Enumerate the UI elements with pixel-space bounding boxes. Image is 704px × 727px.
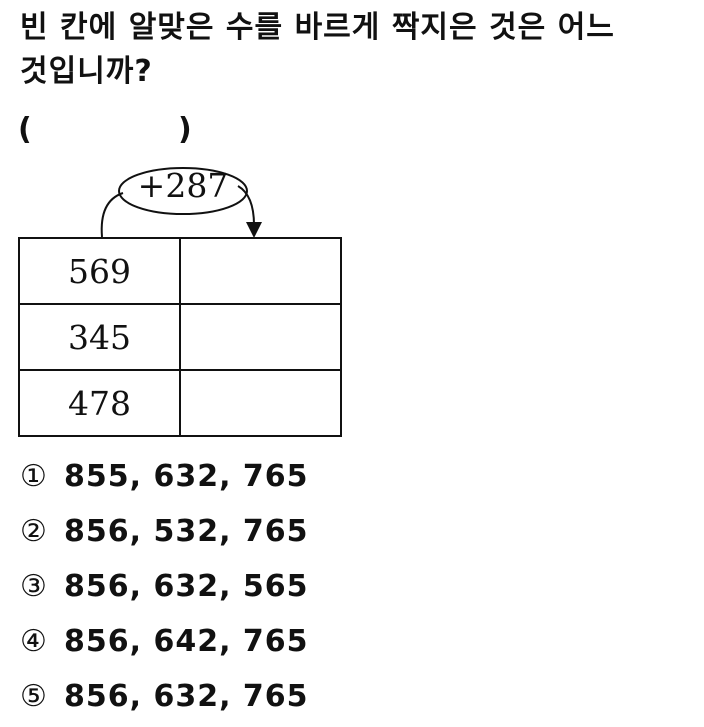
option-4-marker: ④ — [20, 624, 47, 659]
answer-options: ① 855, 632, 765 ② 856, 532, 765 ③ 856, 632,… — [20, 448, 620, 723]
option-1-text: 855, 632, 765 — [64, 459, 309, 494]
input-cell: 569 — [18, 237, 181, 305]
option-5[interactable]: ⑤ 856, 632, 765 — [20, 668, 620, 723]
input-cell: 478 — [18, 369, 181, 437]
operation-arrow-left-arc — [100, 192, 124, 238]
answer-cell[interactable] — [179, 303, 342, 371]
answer-cell[interactable] — [179, 369, 342, 437]
option-4[interactable]: ④ 856, 642, 765 — [20, 613, 620, 668]
option-2-text: 856, 532, 765 — [64, 514, 309, 549]
option-3-text: 856, 632, 565 — [64, 569, 309, 604]
option-5-text: 856, 632, 765 — [64, 679, 309, 714]
input-cell: 345 — [18, 303, 181, 371]
option-4-text: 856, 642, 765 — [64, 624, 309, 659]
arrow-head-icon — [246, 222, 262, 238]
number-table: 569 345 478 — [18, 237, 342, 437]
table-row: 569 — [18, 237, 342, 305]
option-3-marker: ③ — [20, 569, 47, 604]
answer-blank-open-paren: ( — [18, 112, 32, 147]
question-line-2: 것입니까? — [20, 54, 153, 89]
option-2-marker: ② — [20, 514, 47, 549]
table-row: 478 — [18, 369, 342, 437]
table-row: 345 — [18, 303, 342, 371]
operation-label: +287 — [137, 166, 229, 205]
option-3[interactable]: ③ 856, 632, 565 — [20, 558, 620, 613]
option-1[interactable]: ① 855, 632, 765 — [20, 448, 620, 503]
question-line-1: 빈 칸에 알맞은 수를 바르게 짝지은 것은 어느 — [20, 10, 615, 45]
option-1-marker: ① — [20, 459, 47, 494]
option-2[interactable]: ② 856, 532, 765 — [20, 503, 620, 558]
option-5-marker: ⑤ — [20, 679, 47, 714]
answer-blank-close-paren: ) — [178, 112, 192, 147]
question-text: 빈 칸에 알맞은 수를 바르게 짝지은 것은 어느 것입니까? — [20, 6, 700, 94]
answer-cell[interactable] — [179, 237, 342, 305]
